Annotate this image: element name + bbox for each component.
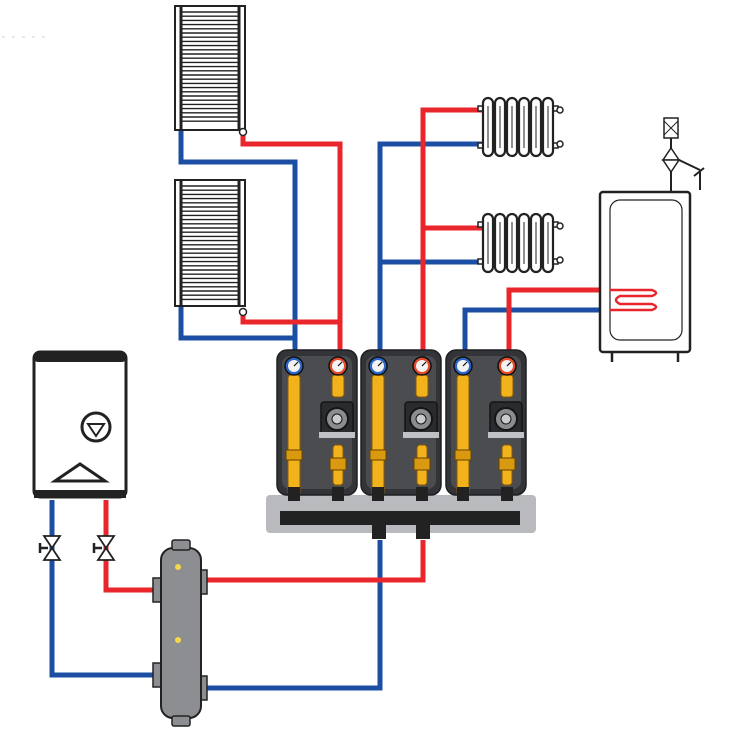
column-radiator-upper-icon: [477, 96, 564, 158]
pump-foot-left: [288, 487, 300, 501]
pump-hub: [415, 413, 427, 425]
valve-half-top: [96, 535, 116, 550]
yellow-riser-right-top: [415, 374, 429, 398]
hydraulic-separator-icon: [152, 539, 208, 727]
pump-flange: [488, 432, 524, 438]
return-pipe-tank: [462, 307, 610, 360]
radiator-plug: [556, 256, 564, 264]
ball-valve-right: [329, 457, 347, 471]
pump-hub: [500, 413, 512, 425]
valve-half-top: [42, 535, 62, 550]
supply-pipes: [103, 107, 610, 593]
pump-group-1-icon: [276, 349, 358, 501]
towel-radiator-upper-icon: [174, 5, 248, 137]
pump-foot-right: [332, 487, 344, 501]
supply-pipe-radiators: [420, 107, 484, 360]
supply-pipe-towel-lower: [240, 312, 338, 325]
radiator-plug: [556, 222, 564, 230]
gauge-right-needle: [337, 361, 343, 367]
boiler-icon: [32, 350, 128, 499]
column-radiator-lower-icon: [477, 212, 564, 274]
pump-group-2-icon: [360, 349, 442, 501]
ball-valve-right: [498, 457, 516, 471]
yellow-riser-left: [456, 374, 470, 496]
valve-half-bottom: [42, 546, 62, 561]
gauge-left-needle: [293, 361, 299, 367]
gauge-left-needle: [377, 361, 383, 367]
towel-radiator-lower-icon: [174, 179, 248, 317]
supply-pipe-towel-upper: [240, 132, 343, 360]
ball-valve-left: [454, 449, 472, 461]
distribution-manifold-icon: [266, 495, 536, 539]
ball-valve-right: [413, 457, 431, 471]
pump-foot-left: [372, 487, 384, 501]
valve-half-bottom: [96, 546, 116, 561]
yellow-riser-left: [287, 374, 301, 496]
return-pipe-towel-lower: [178, 305, 295, 341]
supply-pipe-boiler: [103, 500, 155, 593]
safety-valve-icon: [661, 117, 705, 194]
shutoff-valve-return-icon: [38, 535, 62, 561]
gauge-right-needle: [506, 361, 512, 367]
yellow-riser-left: [371, 374, 385, 496]
hot-water-tank-icon: [598, 190, 692, 362]
pump-hub: [331, 413, 343, 425]
return-pipe-manifold-to-separator: [205, 540, 383, 691]
gauge-right-needle: [421, 361, 427, 367]
radiator-plug: [556, 106, 564, 114]
pump-foot-left: [457, 487, 469, 501]
ball-valve-left: [285, 449, 303, 461]
shutoff-valve-supply-icon: [92, 535, 116, 561]
gauge-left-needle: [462, 361, 468, 367]
pump-group-3-icon: [445, 349, 527, 501]
yellow-riser-right-top: [500, 374, 514, 398]
supply-pipe-tank: [506, 287, 610, 360]
pump-foot-right: [501, 487, 513, 501]
pump-flange: [319, 432, 355, 438]
pump-flange: [403, 432, 439, 438]
return-pipe-towel-upper: [178, 130, 298, 360]
supply-pipe-manifold-to-separator: [205, 540, 426, 583]
radiator-plug: [556, 140, 564, 148]
return-pipe-radiators: [377, 141, 484, 360]
ball-valve-left: [369, 449, 387, 461]
tank-coil: [610, 288, 658, 312]
pump-foot-right: [416, 487, 428, 501]
yellow-riser-right-top: [331, 374, 345, 398]
